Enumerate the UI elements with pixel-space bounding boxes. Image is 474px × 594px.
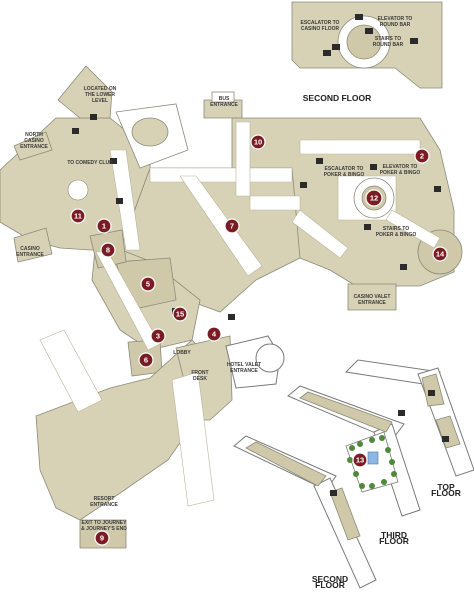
label-second-floor-top: SECOND FLOOR xyxy=(303,93,371,103)
venue-markers: 1 2 3 4 5 6 7 8 9 10 11 12 13 14 15 xyxy=(70,134,448,546)
venue-marker-9[interactable]: 9 xyxy=(94,530,110,546)
restroom-icon xyxy=(400,264,407,270)
svg-text:7: 7 xyxy=(230,222,234,231)
stairs-icon xyxy=(365,28,373,34)
venue-marker-1[interactable]: 1 xyxy=(96,218,112,234)
venue-marker-11[interactable]: 11 xyxy=(70,208,86,224)
pool xyxy=(367,451,379,465)
elevator-icon xyxy=(370,164,377,170)
venue-marker-15[interactable]: 15 xyxy=(172,306,188,322)
venue-marker-6[interactable]: 6 xyxy=(138,352,154,368)
venue-marker-3[interactable]: 3 xyxy=(150,328,166,344)
restroom-icon xyxy=(330,490,337,496)
restroom-icon xyxy=(398,410,405,416)
label-comedy-club: TO COMEDY CLUB xyxy=(67,160,113,166)
venue-marker-2[interactable]: 2 xyxy=(414,148,430,164)
restroom-icon xyxy=(90,114,97,120)
restroom-icon xyxy=(116,198,123,204)
svg-text:15: 15 xyxy=(176,310,184,319)
venue-marker-5[interactable]: 5 xyxy=(140,276,156,292)
svg-text:6: 6 xyxy=(144,356,148,365)
hotel-towers xyxy=(233,359,474,589)
venue-marker-4[interactable]: 4 xyxy=(206,326,222,342)
restroom-icon xyxy=(323,50,331,56)
restroom-icon xyxy=(410,38,418,44)
restroom-icon xyxy=(72,128,79,134)
elevator-icon xyxy=(355,14,363,20)
restroom-icon xyxy=(428,390,435,396)
label-exit-journey: EXIT TO JOURNEY& JOURNEY'S END xyxy=(81,520,127,532)
stairs-icon xyxy=(110,158,117,164)
label-lobby: LOBBY xyxy=(173,350,191,356)
restroom-icon xyxy=(442,436,449,442)
venue-marker-7[interactable]: 7 xyxy=(224,218,240,234)
svg-text:11: 11 xyxy=(74,212,82,221)
venue-marker-8[interactable]: 8 xyxy=(100,242,116,258)
svg-text:13: 13 xyxy=(356,456,364,465)
svg-text:4: 4 xyxy=(212,330,217,339)
venue-marker-12[interactable]: 12 xyxy=(365,189,383,207)
svg-text:14: 14 xyxy=(436,250,445,259)
svg-text:3: 3 xyxy=(156,332,160,341)
restroom-icon xyxy=(434,186,441,192)
restroom-icon xyxy=(300,182,307,188)
svg-text:10: 10 xyxy=(254,138,262,147)
svg-text:8: 8 xyxy=(106,246,110,255)
venue-marker-14[interactable]: 14 xyxy=(432,246,448,262)
svg-text:12: 12 xyxy=(370,194,378,203)
svg-text:1: 1 xyxy=(102,222,106,231)
venue-marker-13[interactable]: 13 xyxy=(352,452,368,468)
restroom-icon xyxy=(228,314,235,320)
svg-text:5: 5 xyxy=(146,280,150,289)
garden-trees xyxy=(347,435,397,489)
stairs-icon xyxy=(364,224,371,230)
escalator-icon xyxy=(332,44,340,50)
svg-text:2: 2 xyxy=(420,152,424,161)
escalator-icon xyxy=(316,158,323,164)
svg-text:9: 9 xyxy=(100,534,104,543)
venue-marker-10[interactable]: 10 xyxy=(250,134,266,150)
